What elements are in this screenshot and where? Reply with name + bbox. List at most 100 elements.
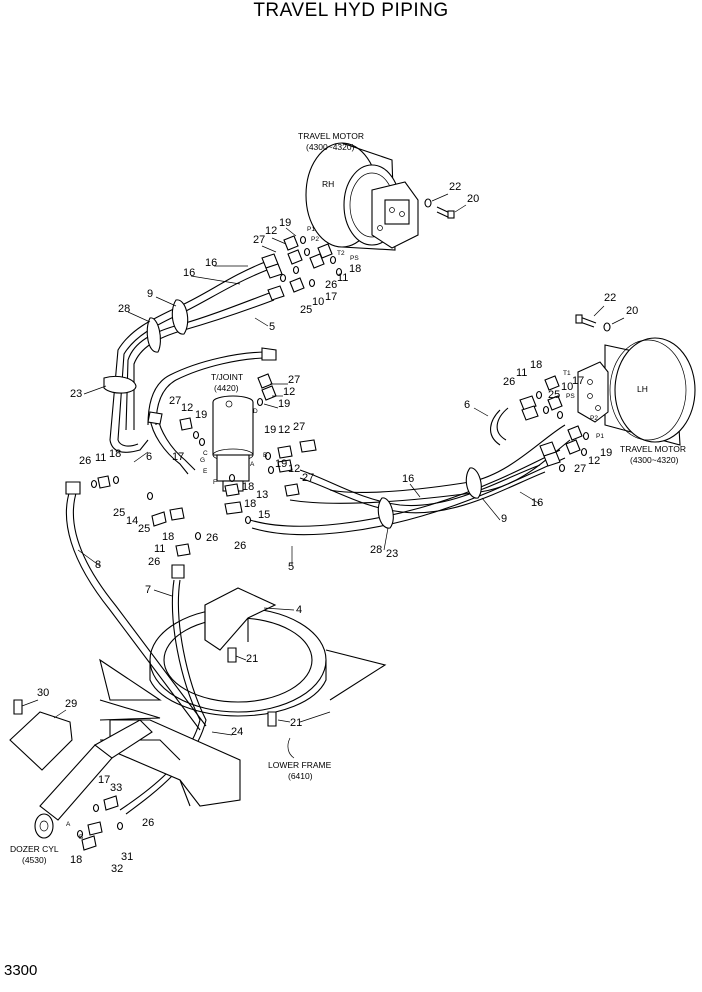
tjoint-fittings [90, 373, 317, 557]
port-letter-t1-lh: T1 [563, 370, 571, 377]
callout-12: 12 [288, 463, 300, 475]
callout-25: 25 [113, 507, 125, 519]
port-letter-d: D [253, 408, 258, 415]
callout-18: 18 [109, 448, 121, 460]
travel-motor-lh-label: TRAVEL MOTOR [620, 444, 686, 454]
callout-33: 33 [110, 782, 122, 794]
port-letter-ps-lh: PS [566, 393, 575, 400]
rh-motor-fittings [261, 235, 343, 301]
lower-frame-label: LOWER FRAME [268, 760, 332, 770]
hose-23 [147, 347, 277, 426]
callout-18: 18 [244, 498, 256, 510]
port-letter-p1-rh: P1 [307, 226, 315, 233]
callout-26: 26 [234, 540, 246, 552]
callout-16: 16 [183, 267, 195, 279]
port-letter-p2-rh: P2 [311, 236, 319, 243]
port-letter-e: E [203, 468, 208, 475]
port-letter-a: A [250, 461, 255, 468]
callout-12: 12 [265, 225, 277, 237]
lh-label: LH [637, 384, 648, 394]
callout-5: 5 [269, 321, 275, 333]
callout-6: 6 [464, 399, 470, 411]
dozer-fittings [76, 795, 124, 851]
dozer-cyl-code: (4530) [22, 855, 47, 865]
callout-14: 14 [126, 515, 138, 527]
callout-28: 28 [118, 303, 130, 315]
port-letter-c: C [203, 450, 208, 457]
page-title: TRAVEL HYD PIPING [253, 0, 449, 21]
callout-17: 17 [325, 291, 337, 303]
port-letter-p2-lh: P2 [590, 415, 598, 422]
callout-20: 20 [467, 193, 479, 205]
port-letter-f: F [213, 479, 217, 486]
callout-numbers: 22 20 19 12 27 16 16 18 11 26 17 10 25 2… [37, 181, 638, 875]
callout-18: 18 [70, 854, 82, 866]
callout-21: 21 [246, 653, 258, 665]
callout-25: 25 [300, 304, 312, 316]
callout-27: 27 [293, 421, 305, 433]
callout-12: 12 [588, 455, 600, 467]
callout-26: 26 [142, 817, 154, 829]
callout-29: 29 [65, 698, 77, 710]
tjoint-code: (4420) [214, 383, 239, 393]
port-letter-p1-lh: P1 [596, 433, 604, 440]
callout-27: 27 [574, 463, 586, 475]
callout-12: 12 [181, 402, 193, 414]
travel-motor-lh: LH [577, 337, 696, 446]
hose-7 [119, 564, 207, 815]
tjoint-label: T/JOINT [211, 372, 243, 382]
lower-frame-code: (6410) [288, 771, 313, 781]
callout-30: 30 [37, 687, 49, 699]
callout-26: 26 [503, 376, 515, 388]
callout-11: 11 [154, 543, 165, 555]
lh-motor-fittings [519, 375, 590, 473]
callout-24: 24 [231, 726, 243, 738]
upper-hose-bundle [103, 261, 275, 453]
callout-10: 10 [312, 296, 324, 308]
callout-9: 9 [501, 513, 507, 525]
callout-18: 18 [162, 531, 174, 543]
callout-26: 26 [206, 532, 218, 544]
callout-18: 18 [530, 359, 542, 371]
travel-motor-rh-code: (4300~4320) [306, 142, 355, 152]
turning-joint [212, 395, 254, 492]
callout-22: 22 [604, 292, 616, 304]
page-number: 3300 [4, 962, 38, 979]
bolt-washer-rh [424, 198, 455, 219]
callout-19: 19 [279, 217, 291, 229]
lower-frame [99, 587, 387, 807]
callout-11: 11 [516, 367, 527, 379]
lower-hose-bundle [249, 407, 571, 536]
callout-23: 23 [70, 388, 82, 400]
callout-4: 4 [296, 604, 302, 616]
callout-16: 16 [205, 257, 217, 269]
travel-motor-lh-code: (4300~4320) [630, 455, 679, 465]
callout-21: 21 [290, 717, 302, 729]
dozer-cylinder [9, 699, 153, 839]
callout-17: 17 [572, 375, 584, 387]
hose-6-left [147, 411, 196, 475]
callout-5: 5 [288, 561, 294, 573]
travel-motor-rh: RH [305, 142, 419, 251]
dozer-cyl-label: DOZER CYL [10, 844, 59, 854]
callout-26: 26 [79, 455, 91, 467]
callout-31: 31 [121, 851, 133, 863]
callout-27: 27 [169, 395, 181, 407]
callout-9: 9 [147, 288, 153, 300]
callout-7: 7 [145, 584, 151, 596]
callout-22: 22 [449, 181, 461, 193]
bolt-washer-lh [575, 314, 611, 332]
callout-6: 6 [146, 451, 152, 463]
callout-27: 27 [302, 472, 314, 484]
port-letter-t2-rh: T2 [337, 250, 345, 257]
hose-8 [65, 481, 207, 731]
port-letter-a-dozer: A [66, 821, 71, 828]
callout-12: 12 [278, 424, 290, 436]
callout-25: 25 [548, 389, 560, 401]
callout-17: 17 [98, 774, 110, 786]
callout-19: 19 [275, 458, 287, 470]
callout-11: 11 [95, 452, 106, 464]
callout-19: 19 [278, 398, 290, 410]
callout-20: 20 [626, 305, 638, 317]
